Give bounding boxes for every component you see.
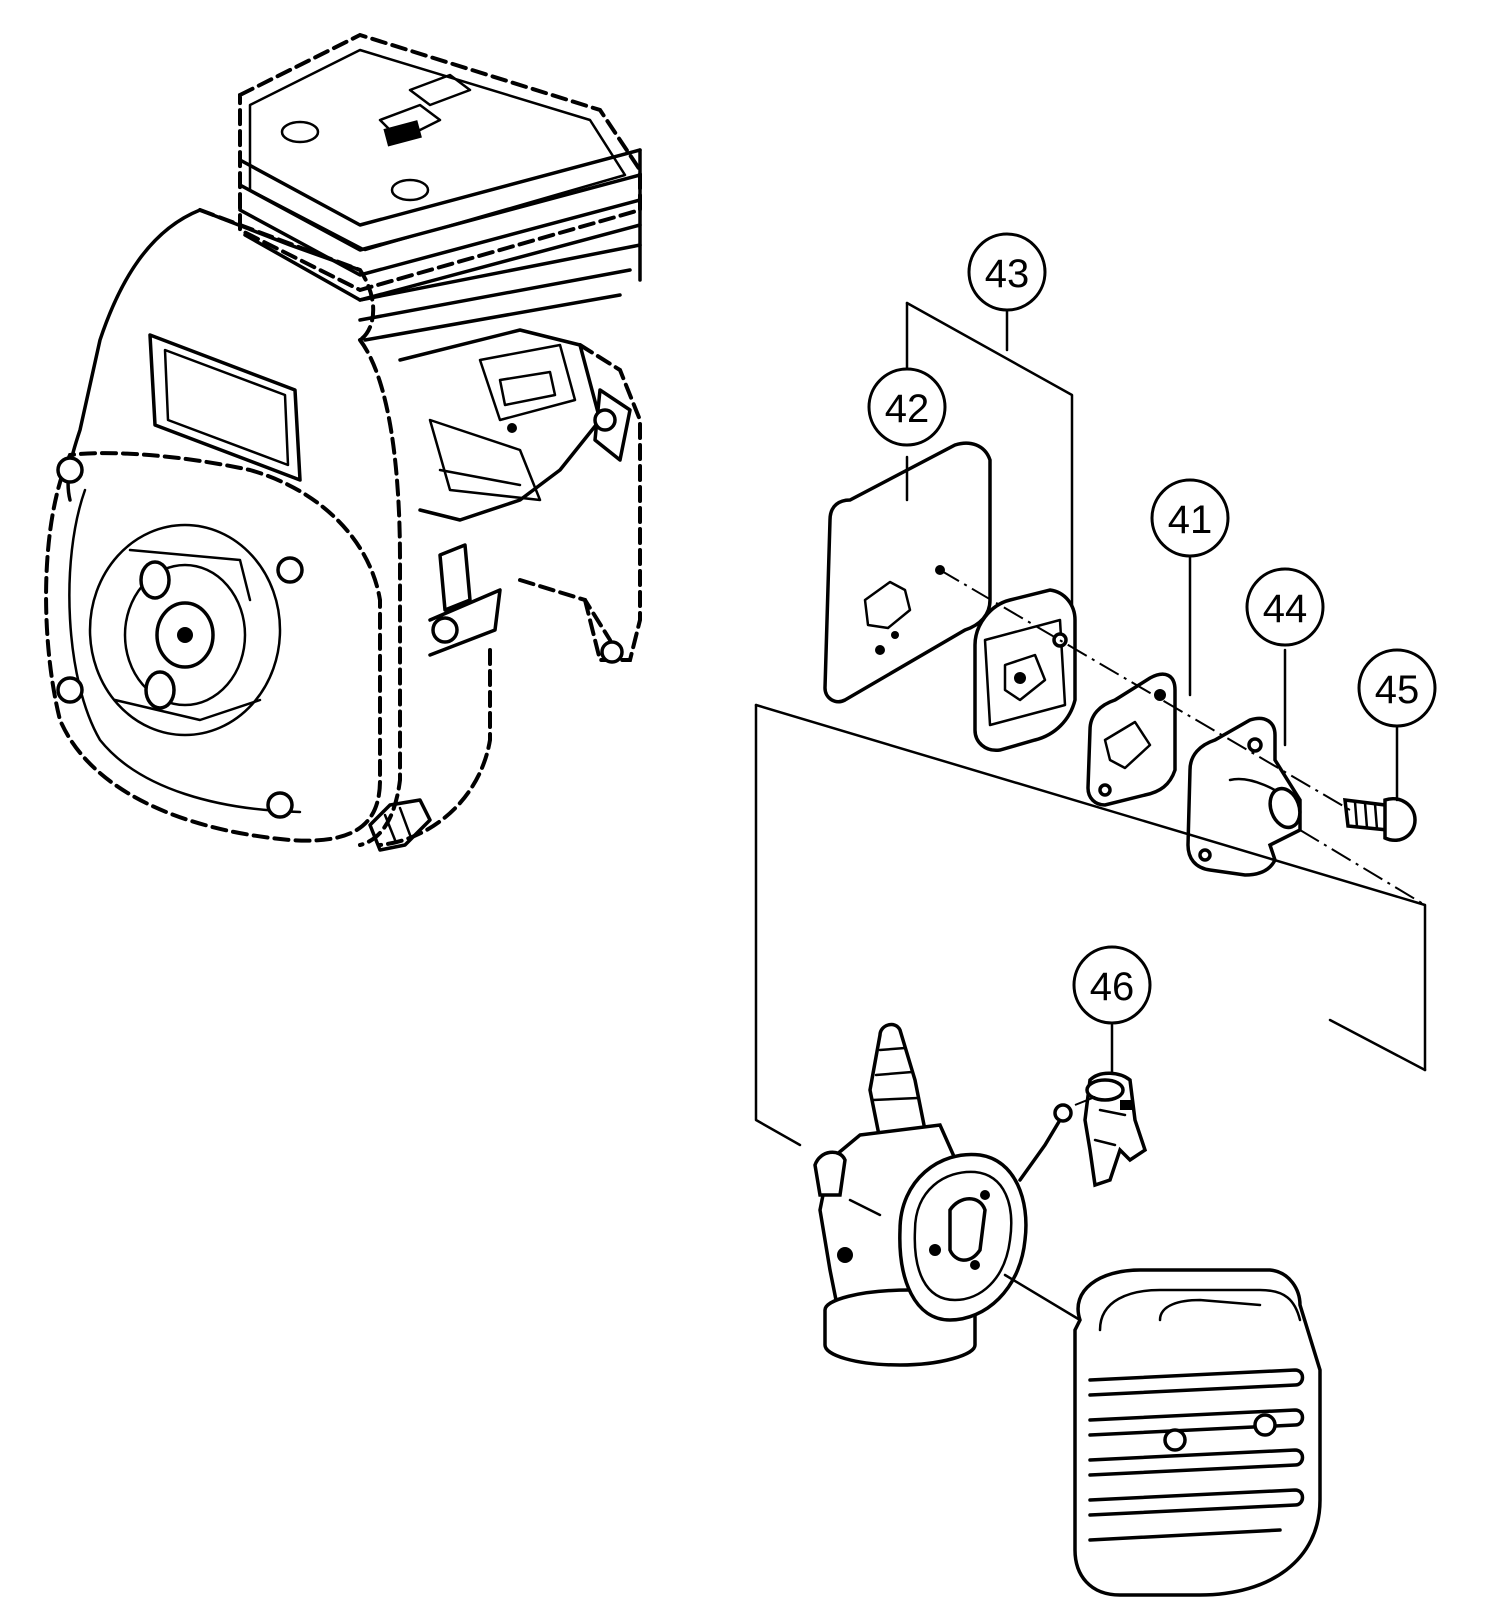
callout-46-label: 46 <box>1090 965 1135 1009</box>
callout-44: 44 <box>1245 567 1325 647</box>
part-45-screw <box>1343 797 1417 842</box>
callout-45-label: 45 <box>1375 668 1420 712</box>
callout-46: 46 <box>1072 945 1152 1025</box>
muffler-cover <box>1073 1268 1322 1597</box>
callout-42: 42 <box>867 367 947 447</box>
callout-42-label: 42 <box>885 387 930 431</box>
callout-45: 45 <box>1357 648 1437 728</box>
part-41-gasket <box>1086 672 1177 807</box>
callout-41: 41 <box>1150 478 1230 558</box>
leader-lines <box>754 301 1427 1322</box>
carburetor <box>813 1022 1073 1367</box>
callout-44-label: 44 <box>1263 587 1308 631</box>
part-43-insulator-block <box>973 588 1077 752</box>
callout-43-label: 43 <box>985 252 1030 296</box>
engine-assembly <box>44 32 642 852</box>
callout-43: 43 <box>967 232 1047 312</box>
part-46-fitting <box>1083 1071 1148 1188</box>
callout-41-label: 41 <box>1168 498 1213 542</box>
